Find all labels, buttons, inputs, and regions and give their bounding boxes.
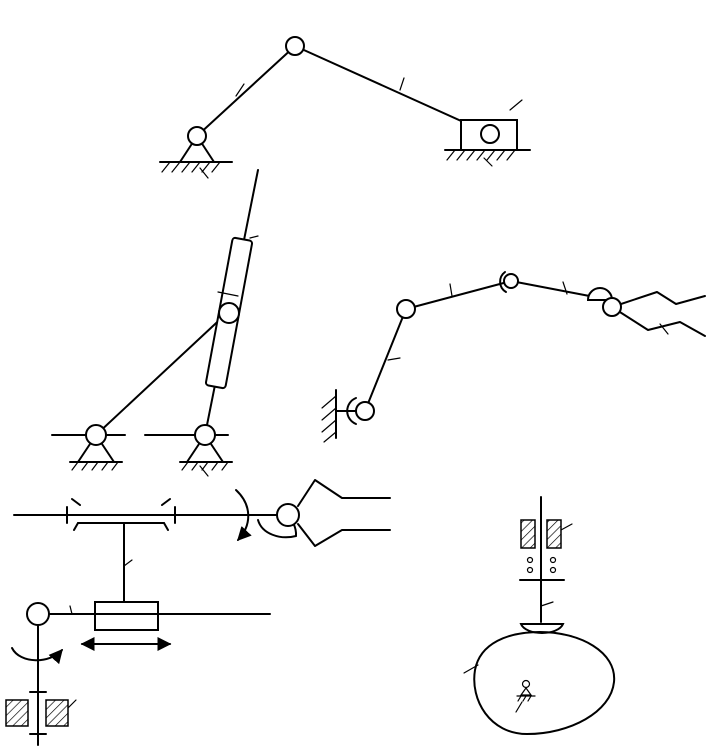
revolute-joint xyxy=(480,124,500,144)
gripper-jaw-upper xyxy=(297,479,391,507)
arm-link-2 xyxy=(405,280,512,310)
cam-profile xyxy=(473,631,616,735)
robot-arm-linkage xyxy=(321,271,706,443)
slider-block xyxy=(94,601,159,631)
arm-link-3 xyxy=(510,280,601,299)
revolute-joint xyxy=(355,401,375,421)
crank-link xyxy=(196,45,296,137)
slider-crank-mechanism xyxy=(159,36,531,179)
revolute-joint xyxy=(503,273,519,289)
revolute-joint xyxy=(85,424,107,446)
revolute-joint xyxy=(187,126,207,146)
revolute-joint xyxy=(396,299,416,319)
cam-follower-mechanism xyxy=(463,496,616,735)
hydraulic-cylinder-linkage xyxy=(51,169,259,477)
guide-bearing-left xyxy=(520,519,536,549)
revolute-joint xyxy=(194,424,216,446)
gripper-rotary-slider-mechanism xyxy=(5,479,391,746)
gripper-finger-lower xyxy=(611,306,706,337)
guide-bearing-right xyxy=(546,519,562,549)
support-link xyxy=(95,311,229,436)
revolute-joint xyxy=(602,297,622,317)
rotation-arrow xyxy=(11,647,63,665)
revolute-joint xyxy=(285,36,305,56)
rotation-arrow xyxy=(235,489,252,542)
arm-link-1 xyxy=(364,308,407,412)
revolute-joint xyxy=(218,302,240,324)
ground-hatch-right xyxy=(444,149,531,161)
cam-pivot-joint xyxy=(521,679,531,689)
gripper-jaw-lower xyxy=(297,523,391,547)
ground-hatch-left xyxy=(159,161,233,173)
bearing-housing-left xyxy=(5,699,29,727)
gripper-finger-upper xyxy=(611,291,706,308)
revolute-joint xyxy=(26,602,50,626)
coupler-link xyxy=(294,45,491,135)
bearing-housing-right xyxy=(45,699,69,727)
revolute-joint xyxy=(276,503,300,527)
fixed-support-triangle xyxy=(179,135,215,163)
